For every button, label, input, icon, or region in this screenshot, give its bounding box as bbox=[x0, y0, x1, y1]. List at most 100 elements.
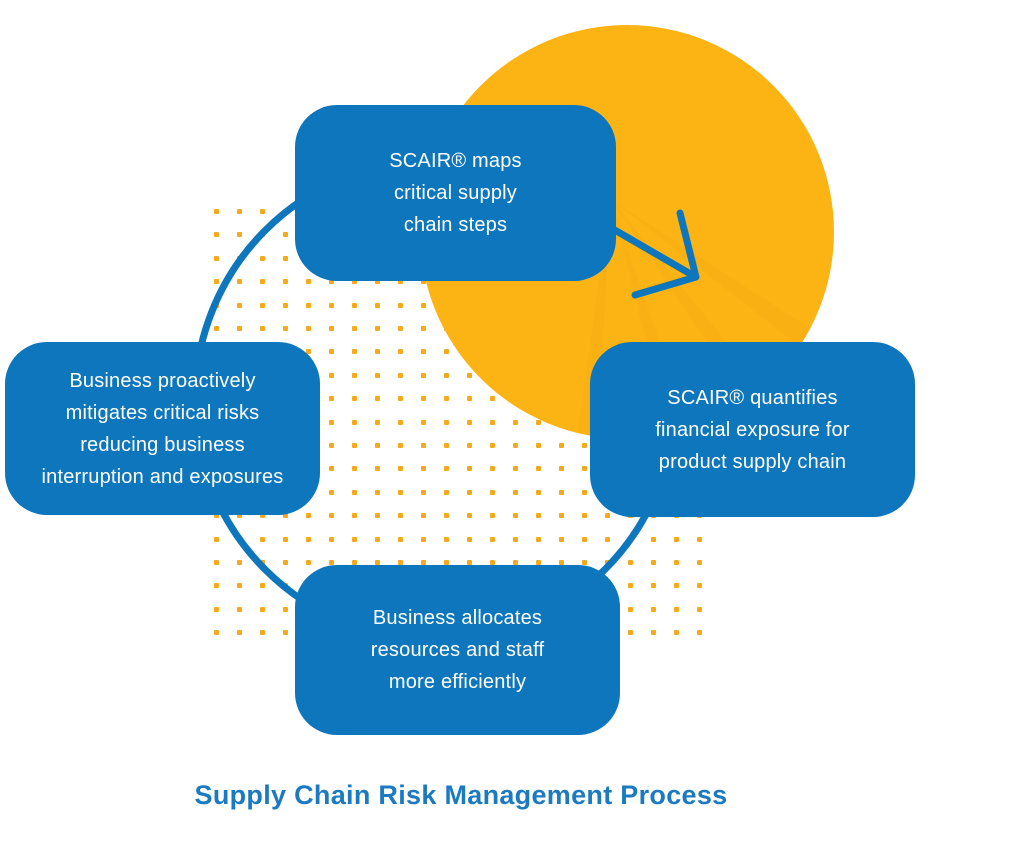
grid-dot bbox=[352, 466, 357, 472]
grid-dot bbox=[375, 349, 380, 355]
process-box-line: product supply chain bbox=[658, 450, 847, 473]
grid-dot bbox=[375, 466, 380, 472]
process-box-allocate-resources: Business allocates resources and staff m… bbox=[295, 565, 620, 735]
grid-dot bbox=[283, 232, 288, 238]
grid-dot bbox=[674, 560, 679, 565]
grid-dot bbox=[237, 326, 242, 331]
grid-dot bbox=[260, 302, 265, 308]
grid-dot bbox=[490, 560, 495, 565]
grid-dot bbox=[214, 606, 219, 612]
grid-dot bbox=[628, 606, 633, 612]
process-box-line: critical supply bbox=[393, 182, 518, 204]
grid-dot bbox=[375, 489, 380, 495]
grid-dot bbox=[628, 630, 633, 636]
grid-dot bbox=[329, 279, 334, 285]
grid-dot bbox=[651, 606, 656, 612]
grid-dot bbox=[237, 560, 242, 565]
grid-dot bbox=[398, 513, 403, 519]
grid-dot bbox=[444, 513, 449, 519]
grid-dot bbox=[444, 349, 449, 355]
grid-dot bbox=[329, 349, 334, 355]
grid-dot bbox=[444, 419, 449, 425]
grid-dot bbox=[536, 489, 541, 495]
process-box-line: interruption and exposures bbox=[41, 465, 284, 488]
grid-dot bbox=[352, 372, 357, 378]
grid-dot bbox=[467, 419, 472, 425]
grid-dot bbox=[306, 560, 311, 565]
grid-dot bbox=[375, 560, 380, 565]
grid-dot bbox=[306, 536, 311, 542]
grid-dot bbox=[329, 513, 334, 519]
grid-dot bbox=[490, 396, 495, 402]
grid-dot bbox=[375, 536, 380, 542]
grid-dot bbox=[260, 583, 265, 589]
grid-dot bbox=[283, 279, 288, 285]
grid-dot bbox=[559, 513, 564, 519]
grid-dot bbox=[375, 419, 380, 425]
process-box-line: chain steps bbox=[403, 214, 508, 236]
grid-dot bbox=[467, 372, 472, 378]
grid-dot bbox=[628, 583, 633, 589]
grid-dot bbox=[283, 560, 288, 565]
grid-dot bbox=[582, 443, 587, 448]
grid-dot bbox=[467, 466, 472, 472]
grid-dot bbox=[582, 536, 587, 542]
grid-dot bbox=[329, 536, 334, 542]
grid-dot bbox=[605, 513, 610, 519]
grid-dot bbox=[329, 419, 334, 425]
grid-dot bbox=[467, 489, 472, 495]
process-box-map-supply-chain: SCAIR® maps critical supply chain steps bbox=[295, 105, 616, 281]
grid-dot bbox=[582, 513, 587, 519]
process-box-line: SCAIR® maps bbox=[389, 150, 522, 172]
grid-dot bbox=[398, 302, 403, 308]
grid-dot bbox=[329, 372, 334, 378]
grid-dot bbox=[674, 536, 679, 542]
grid-dot bbox=[214, 536, 219, 542]
grid-dot bbox=[513, 489, 518, 495]
grid-dot bbox=[283, 513, 288, 519]
process-box-line: reducing business bbox=[80, 433, 245, 456]
grid-dot bbox=[398, 349, 403, 355]
grid-dot bbox=[651, 560, 656, 565]
grid-dot bbox=[582, 560, 587, 565]
process-box-line: Business allocates bbox=[372, 607, 543, 629]
grid-dot bbox=[329, 466, 334, 472]
grid-dot bbox=[283, 536, 288, 542]
grid-dot bbox=[490, 536, 495, 542]
grid-dot bbox=[697, 536, 702, 542]
grid-dot bbox=[329, 489, 334, 495]
grid-dot bbox=[674, 606, 679, 612]
grid-dot bbox=[421, 326, 426, 331]
grid-dot bbox=[375, 326, 380, 331]
grid-dot bbox=[398, 396, 403, 402]
grid-dot bbox=[352, 560, 357, 565]
grid-dot bbox=[444, 489, 449, 495]
grid-dot bbox=[444, 536, 449, 542]
grid-dot bbox=[467, 536, 472, 542]
process-box-line: Business proactively bbox=[69, 369, 256, 392]
process-box-line: SCAIR® quantifies bbox=[667, 386, 838, 409]
grid-dot bbox=[513, 443, 518, 448]
grid-dot bbox=[421, 279, 426, 285]
process-box-line: financial exposure for bbox=[655, 418, 850, 441]
grid-dot bbox=[513, 466, 518, 472]
grid-dot bbox=[421, 489, 426, 495]
grid-dot bbox=[352, 279, 357, 285]
grid-dot bbox=[490, 419, 495, 425]
grid-dot bbox=[559, 536, 564, 542]
grid-dot bbox=[467, 513, 472, 519]
grid-dot bbox=[490, 443, 495, 448]
grid-dot bbox=[467, 443, 472, 448]
grid-dot bbox=[398, 560, 403, 565]
grid-dot bbox=[283, 326, 288, 331]
grid-dot bbox=[237, 583, 242, 589]
grid-dot bbox=[352, 326, 357, 331]
grid-dot bbox=[398, 443, 403, 448]
grid-dot bbox=[214, 255, 219, 261]
grid-dot bbox=[214, 279, 219, 285]
grid-dot bbox=[490, 513, 495, 519]
grid-dot bbox=[352, 489, 357, 495]
grid-dot bbox=[513, 560, 518, 565]
grid-dot bbox=[237, 630, 242, 636]
